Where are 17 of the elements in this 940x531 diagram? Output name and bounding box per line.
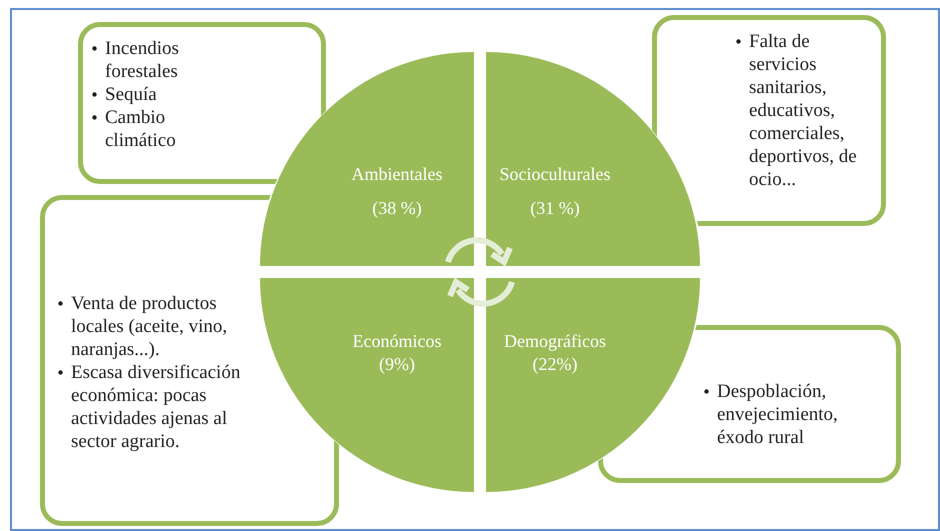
percentage-label: (9%) xyxy=(379,354,415,375)
segment-title: Ambientales xyxy=(352,164,442,185)
bullet-item: Sequía xyxy=(105,83,158,106)
percentage-label: (22%) xyxy=(532,354,578,375)
bullet-item: Venta de productos locales (aceite, vino, naranjas...). xyxy=(71,292,228,361)
bullet-item: Falta de servicios sanitarios, educativos, comerciales, deportivos, de ocio... xyxy=(749,30,858,191)
segment-title: Económicos xyxy=(352,331,442,352)
percentage-label: (31 %) xyxy=(530,198,580,219)
bullet-item: Cambio climático xyxy=(105,106,177,152)
text-box xyxy=(78,22,326,184)
percentage-label: (38 %) xyxy=(372,198,422,219)
segment-title: Socioculturales xyxy=(500,164,610,185)
bullet-item: Escasa diversificación económica: pocas actividades ajenas al sector agrario. xyxy=(71,361,242,453)
bullet-item: Despoblación, envejecimiento, éxodo rural xyxy=(717,380,839,449)
bullet-item: Incendios forestales xyxy=(105,37,180,83)
text-box xyxy=(652,15,886,226)
segment-title: Demográficos xyxy=(504,331,606,352)
